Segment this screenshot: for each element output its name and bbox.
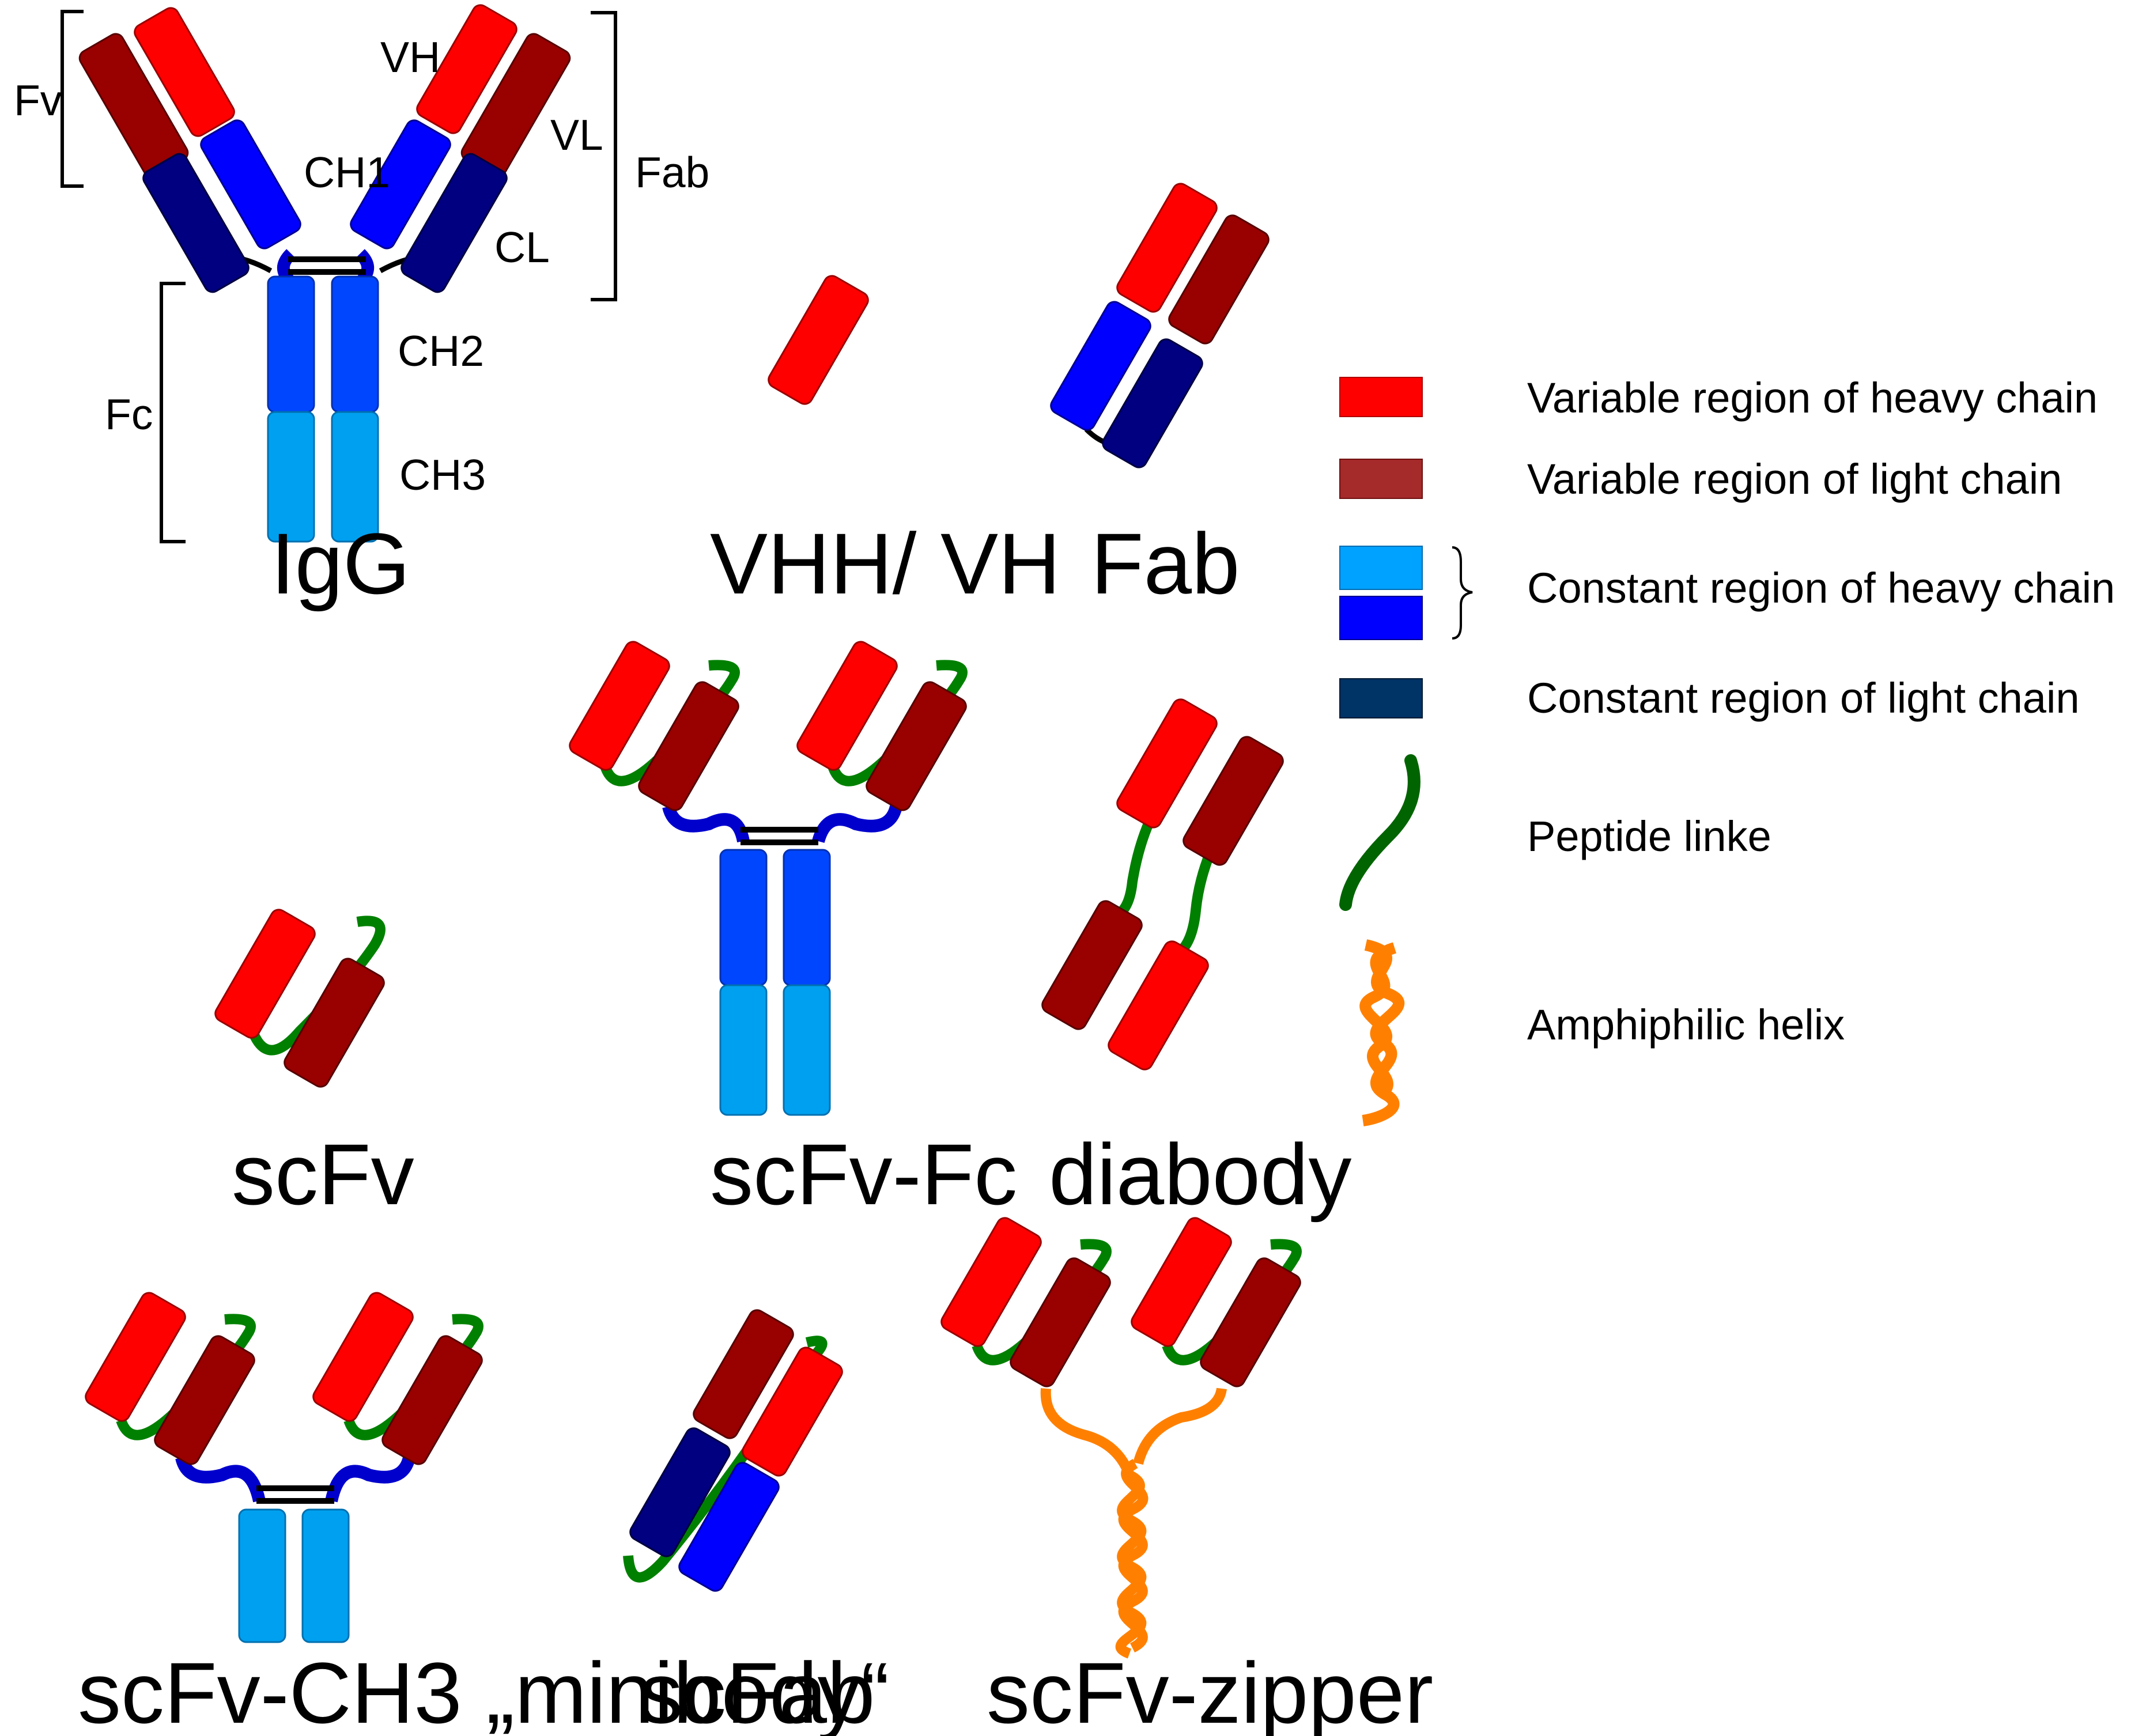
legend-vh-swatch bbox=[1339, 377, 1423, 417]
scfv-zipper-diagram: scFv-zipper bbox=[940, 1217, 1433, 1736]
igg-ch3-left bbox=[267, 411, 315, 543]
fab-diagram: Fab bbox=[1050, 183, 1270, 612]
vhh-domain bbox=[768, 275, 869, 405]
igg-right-ch1 bbox=[350, 119, 451, 249]
fab-vl bbox=[1168, 214, 1270, 345]
zipper-helix-left-arm bbox=[1040, 1388, 1135, 1477]
fc-label: Fc bbox=[105, 390, 153, 438]
fab-bracket bbox=[591, 11, 617, 301]
helix-icon-back bbox=[1359, 942, 1397, 1100]
scfv-fc-ch3-left bbox=[719, 984, 768, 1116]
scfab-title: scFab bbox=[640, 1644, 875, 1736]
diabody-diagram: diabody bbox=[1041, 698, 1351, 1223]
scfab-cl bbox=[629, 1427, 731, 1557]
scfab-vh bbox=[742, 1347, 843, 1477]
scfv-fc-hinge-left bbox=[662, 804, 750, 843]
minibody-hinge-left bbox=[175, 1455, 266, 1503]
igg-ch3-right bbox=[331, 411, 379, 543]
igg-left-vh bbox=[134, 7, 235, 137]
fab-vh bbox=[1116, 183, 1218, 313]
igg-ch2-left bbox=[267, 275, 315, 413]
legend-cl-swatch bbox=[1339, 678, 1423, 718]
igg-diagram: Fv Fab Fc VH VL CH1 CL CH2 CH3 IgG bbox=[14, 4, 709, 612]
minibody-left-vh bbox=[85, 1292, 186, 1422]
scfv-fc-ch2-right bbox=[783, 849, 831, 986]
vhh-title: VHH/ VH bbox=[710, 515, 1060, 612]
minibody-ch3-left bbox=[238, 1508, 286, 1643]
fab-ch1 bbox=[1050, 301, 1151, 431]
minibody-hinge-right bbox=[325, 1455, 415, 1503]
vhh-diagram: VHH/ VH bbox=[710, 275, 1060, 612]
scfv-fc-left-vl bbox=[638, 681, 739, 811]
scfv-fc-left-vh bbox=[569, 641, 670, 771]
minibody-ch3-right bbox=[301, 1508, 350, 1643]
diabody-bottom-vl bbox=[1041, 900, 1143, 1030]
vh-label: VH bbox=[380, 33, 440, 81]
cl-label: CL bbox=[494, 223, 550, 271]
ch3-label: CH3 bbox=[399, 451, 486, 499]
ch1-label: CH1 bbox=[304, 148, 390, 196]
zipper-coil-b bbox=[1115, 1470, 1147, 1659]
zipper-left-vh bbox=[940, 1217, 1042, 1347]
igg-left-cl bbox=[142, 153, 250, 293]
minibody-diagram: scFv-CH3 „minibody“ bbox=[78, 1292, 890, 1736]
diabody-bottom-vh bbox=[1108, 940, 1209, 1071]
igg-left-ch1 bbox=[200, 119, 301, 249]
legend-label-helix: Amphiphilic helix bbox=[1527, 1001, 1845, 1049]
minibody-title: scFv-CH3 „minibody“ bbox=[78, 1644, 890, 1736]
scfv-vl bbox=[284, 958, 385, 1088]
igg-ch2-right bbox=[331, 275, 379, 413]
fab-region-label: Fab bbox=[635, 148, 709, 196]
linker-icon bbox=[1339, 754, 1421, 911]
legend-label-vh: Variable region of heavy chain bbox=[1527, 374, 2098, 422]
legend-ch-light-swatch bbox=[1339, 546, 1423, 590]
legend-label-ch: Constant region of heavy chain bbox=[1527, 564, 2115, 612]
legend-ch-dark-swatch bbox=[1339, 596, 1423, 640]
zipper-title: scFv-zipper bbox=[987, 1644, 1433, 1736]
scfab-vl bbox=[693, 1309, 794, 1439]
scfv-fc-title: scFv-Fc bbox=[710, 1126, 1017, 1223]
diabody-title: diabody bbox=[1049, 1126, 1351, 1223]
legend: Variable region of heavy chain Variable … bbox=[1339, 374, 2115, 1126]
fab-title: Fab bbox=[1091, 515, 1240, 612]
scfv-fc-ch2-left bbox=[719, 849, 768, 986]
scfab-diagram: scFab bbox=[623, 1309, 875, 1736]
legend-vl-swatch bbox=[1339, 459, 1423, 499]
ch2-label: CH2 bbox=[398, 327, 484, 375]
minibody-left-vl bbox=[154, 1335, 255, 1465]
legend-label-cl: Constant region of light chain bbox=[1527, 674, 2080, 722]
vl-label: VL bbox=[550, 111, 603, 159]
scfab-ch1 bbox=[678, 1462, 780, 1592]
legend-label-vl: Variable region of light chain bbox=[1527, 455, 2062, 503]
fc-bracket bbox=[160, 282, 186, 543]
scfv-fc-hinge-right bbox=[812, 804, 902, 844]
scfv-vh bbox=[214, 909, 316, 1039]
scfv-title: scFv bbox=[232, 1126, 414, 1223]
minibody-right-vh bbox=[312, 1292, 414, 1422]
fv-label: Fv bbox=[14, 76, 62, 124]
scfv-fc-diagram: scFv-Fc bbox=[569, 641, 1017, 1223]
scfv-fc-right-vl bbox=[866, 681, 967, 811]
igg-title: IgG bbox=[271, 515, 410, 612]
diabody-top-vh bbox=[1116, 698, 1218, 829]
minibody-right-vl bbox=[381, 1335, 483, 1465]
scfv-fc-ch3-right bbox=[783, 984, 831, 1116]
legend-label-linker: Peptide linke bbox=[1527, 812, 1771, 860]
scfv-fc-right-vh bbox=[796, 641, 898, 771]
zipper-coil-a bbox=[1118, 1459, 1149, 1653]
zipper-right-vh bbox=[1131, 1217, 1232, 1347]
zipper-left-vl bbox=[1010, 1257, 1111, 1387]
zipper-helix-right-arm bbox=[1133, 1387, 1227, 1465]
zipper-right-vl bbox=[1200, 1257, 1301, 1387]
fv-bracket bbox=[61, 10, 84, 188]
fab-cl bbox=[1102, 338, 1203, 468]
igg-right-vh bbox=[416, 4, 517, 134]
scfv-diagram: scFv bbox=[214, 909, 414, 1223]
legend-brace bbox=[1452, 546, 1473, 640]
igg-right-cl bbox=[401, 153, 508, 293]
diabody-top-vl bbox=[1183, 736, 1284, 866]
